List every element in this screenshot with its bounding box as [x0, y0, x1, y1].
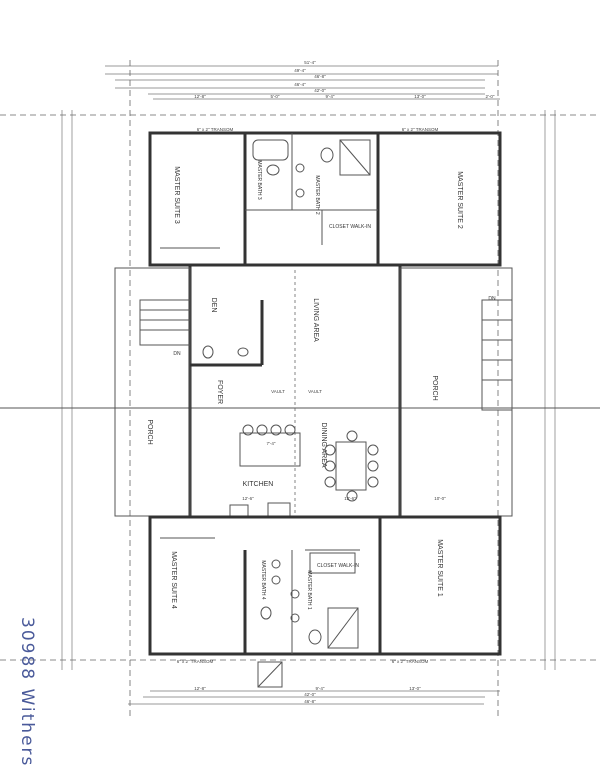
dim-bottom-overall-1: 42'-0"	[304, 692, 316, 697]
dim-top-seg-3: 9'-4"	[326, 94, 335, 99]
room-master-suite-2: MASTER SUITE 2	[456, 171, 463, 229]
room-master-suite-4: MASTER SUITE 4	[170, 551, 177, 609]
handwritten-note: 30988 Withers	[17, 617, 37, 767]
room-den: DEN	[210, 298, 217, 313]
transom-top-right: 6" x 2" TRANSOM	[402, 127, 439, 132]
transom-bottom-left: 6" x 2" TRANSOM	[177, 659, 214, 664]
bottom-dimension-lines: 12'-8" 9'-4" 13'-0" 42'-0" 46'-8"	[128, 686, 500, 705]
dim-bottom-seg-3: 13'-0"	[409, 686, 421, 691]
dim-overall-4: 46'-4"	[294, 82, 306, 87]
dim-top-seg-5: 2'-0"	[486, 94, 495, 99]
dim-bottom-seg-1: 12'-8"	[194, 686, 206, 691]
top-dimension-lines: 51'-4" 49'-4" 46'-8" 46'-4" 42'-0" 12'-8…	[0, 60, 600, 720]
dim-porch: 10'-0"	[434, 496, 446, 501]
room-dining-area: DINING AREA	[320, 422, 327, 467]
vault-left: VAULT	[271, 389, 285, 394]
dn-left: DN	[173, 351, 181, 357]
transom-bottom-right: 6" x 2" TRANSOM	[392, 659, 429, 664]
room-master-suite-3: MASTER SUITE 3	[173, 166, 180, 224]
dim-island: 7'-4"	[267, 441, 276, 446]
room-closet-top: CLOSET WALK-IN	[329, 224, 371, 230]
dim-dining: 12'-6"	[344, 496, 356, 501]
dim-bottom-overall-2: 46'-8"	[304, 699, 316, 704]
room-kitchen: KITCHEN	[243, 481, 274, 488]
dining-table	[335, 441, 367, 491]
room-porch-left: PORCH	[146, 419, 153, 444]
room-master-bath-1: MASTER BATH 1	[306, 570, 312, 610]
top-wing: 6" x 2" TRANSOM 6" x 2" TRANSOM MASTER S…	[148, 127, 502, 267]
dim-overall-2: 49'-4"	[294, 68, 306, 73]
transom-top-left: 6" x 2" TRANSOM	[197, 127, 234, 132]
room-master-bath-4: MASTER BATH 4	[260, 560, 266, 600]
room-closet-bottom: CLOSET WALK-IN	[317, 563, 359, 569]
dim-top-seg-1: 12'-8"	[194, 94, 206, 99]
bottom-wing: 6" x 2" TRANSOM 6" x 2" TRANSOM MASTER S…	[148, 515, 502, 688]
room-foyer: FOYER	[216, 380, 223, 404]
dim-overall-3: 46'-8"	[314, 74, 326, 79]
vault-right: VAULT	[308, 389, 322, 394]
kitchen-island	[239, 432, 301, 467]
room-master-suite-1: MASTER SUITE 1	[436, 539, 443, 597]
room-living-area: LIVING AREA	[312, 298, 319, 342]
dim-overall-1: 51'-4"	[304, 60, 316, 65]
dim-kitchen: 12'-6"	[242, 496, 254, 501]
room-porch-right: PORCH	[431, 375, 438, 400]
middle-section: DEN LIVING AREA FOYER DINING AREA KITCHE…	[114, 263, 513, 519]
room-master-bath-2: MASTER BATH 2	[314, 175, 320, 215]
dim-overall-5: 42'-0"	[314, 88, 326, 93]
room-master-bath-3: MASTER BATH 3	[256, 160, 262, 200]
dim-top-seg-2: 5'-0"	[271, 94, 280, 99]
dn-right: DN	[488, 296, 496, 302]
dim-bottom-seg-2: 9'-4"	[316, 686, 325, 691]
dim-top-seg-4: 13'-0"	[414, 94, 426, 99]
